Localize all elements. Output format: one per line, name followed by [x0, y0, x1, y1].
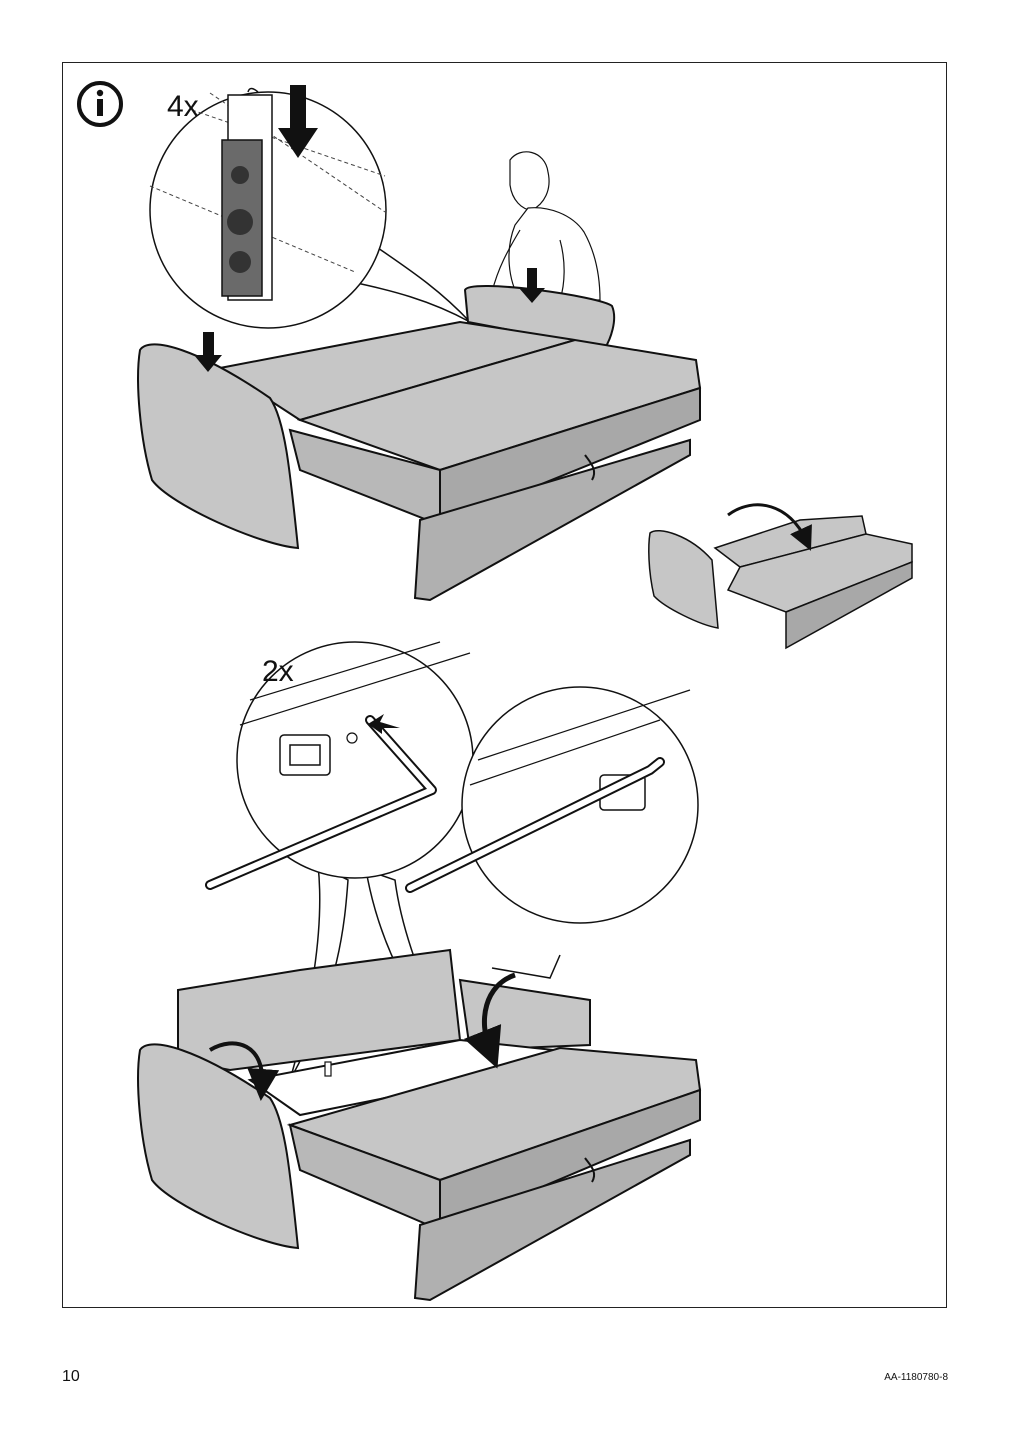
middle-quantity-label: 2x [262, 655, 294, 688]
rod-detail-callout-right [405, 686, 699, 924]
hinge-fitting [221, 87, 273, 301]
insert-arrow-icon [368, 714, 400, 734]
page-number: 10 [62, 1368, 80, 1385]
connector-detail-callout [149, 85, 471, 329]
push-down-arrow-icon [278, 85, 318, 158]
document-code: AA-1180780-8 [884, 1372, 948, 1383]
person-figure [491, 151, 601, 301]
info-icon [77, 81, 123, 127]
sofa-bed-open-top [137, 151, 702, 602]
top-quantity-label: 4x [167, 90, 199, 123]
sofa-bed-open-bottom [137, 948, 702, 1302]
sofa-bed-fold-illustration [648, 503, 913, 650]
instruction-frame [62, 62, 947, 1308]
